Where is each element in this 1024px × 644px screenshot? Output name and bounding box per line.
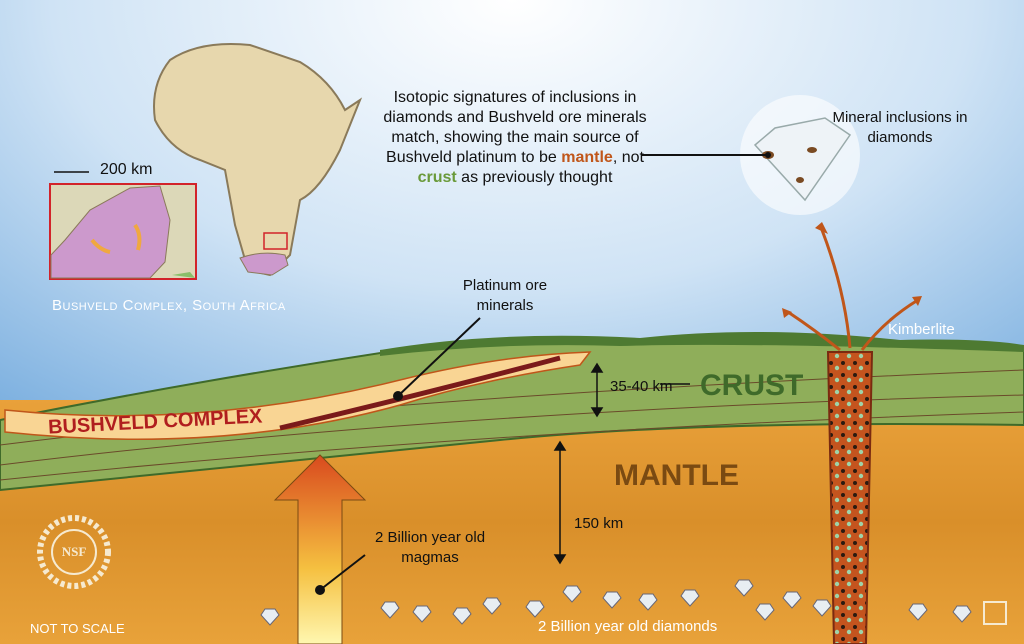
mantle-label: MANTLE — [614, 459, 739, 492]
diamond-icon — [734, 579, 754, 597]
diamond-icon — [908, 603, 928, 621]
diamond-with-inclusions — [642, 95, 860, 215]
platinum-ore-layer — [279, 355, 561, 431]
kimberlite-label: Kimberlite — [888, 321, 955, 338]
platinum-label: Platinum ore minerals — [462, 277, 548, 314]
scale-label: 200 km — [100, 161, 153, 178]
nsf-logo — [37, 515, 111, 589]
magma-arrow — [273, 454, 367, 644]
diamond-icon — [525, 600, 545, 618]
diamonds-label: 2 Billion year old diamonds — [538, 618, 718, 635]
africa-map — [153, 43, 363, 277]
eruption-arrows — [787, 229, 919, 352]
map-locator-box — [263, 232, 288, 250]
decorative-icon — [983, 601, 1007, 625]
crust-label: CRUST — [700, 369, 804, 402]
diamond-icon — [755, 603, 775, 621]
diamond-icon — [562, 585, 582, 603]
diamond-icon — [482, 597, 502, 615]
inset-map — [49, 183, 197, 280]
depth-arrows — [553, 362, 690, 565]
diamond-icon — [260, 608, 280, 626]
not-to-scale: NOT TO SCALE — [30, 621, 125, 636]
diamond-icon — [812, 599, 832, 617]
diamond-icon — [452, 607, 472, 625]
mantle-depth-label: 150 km — [574, 515, 624, 532]
diamond-icon — [412, 605, 432, 623]
magmas-label: 2 Billion year old magmas — [374, 529, 486, 566]
diamond-icon — [952, 605, 972, 623]
kimberlite-pipe — [826, 351, 874, 644]
diamond-icon — [638, 593, 658, 611]
nsf-logo-text: NSF — [61, 544, 87, 559]
diamond-icon — [680, 589, 700, 607]
diamond-icon — [782, 591, 802, 609]
map-caption: Bushveld Complex, South Africa — [52, 297, 286, 314]
main-caption: Isotopic signatures of inclusions in dia… — [383, 89, 647, 186]
diamonds-row — [260, 579, 972, 626]
diamond-icon — [380, 601, 400, 619]
surface — [380, 331, 1024, 356]
diamond-icon — [602, 591, 622, 609]
crust-depth-label: 35-40 km — [610, 378, 673, 395]
inclusions-label: Mineral inclusions in diamonds — [832, 109, 968, 146]
bushveld-complex-band — [4, 351, 592, 440]
